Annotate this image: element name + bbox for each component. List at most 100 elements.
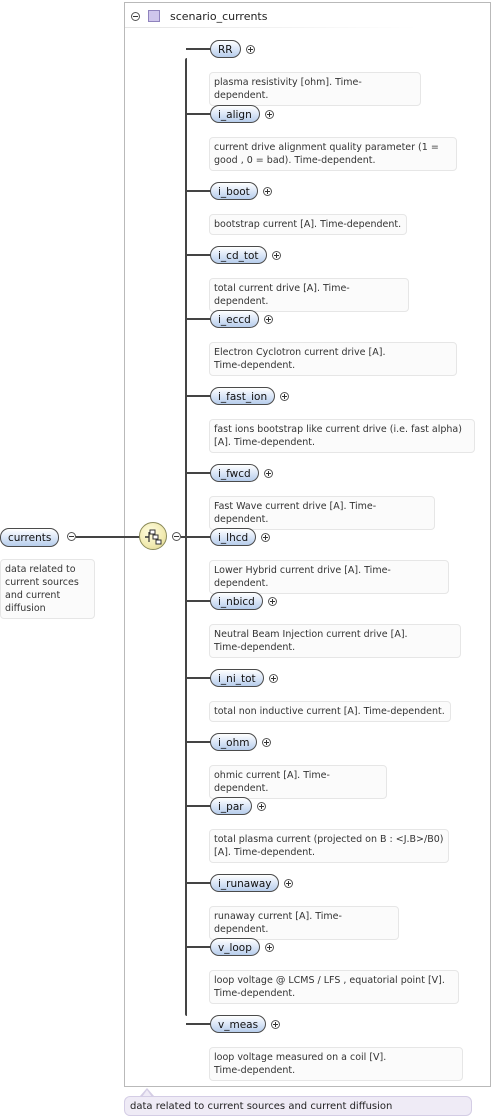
branch-connector (186, 190, 211, 192)
expand-icon[interactable] (257, 802, 266, 811)
collapse-sequence-icon[interactable] (172, 532, 181, 541)
element-i-boot[interactable]: i_boot (210, 182, 258, 200)
expand-icon[interactable] (264, 315, 273, 324)
element-documentation: total plasma current (projected on B : <… (209, 829, 449, 863)
doc-line: Neutral Beam Injection current drive [A]… (214, 629, 408, 640)
branch-connector (186, 1023, 211, 1025)
element-documentation: total current drive [A]. Time-dependent. (209, 278, 409, 312)
element-i-eccd[interactable]: i_eccd (210, 310, 259, 328)
expand-icon[interactable] (268, 597, 277, 606)
expand-icon[interactable] (246, 45, 255, 54)
element-i-nbicd[interactable]: i_nbicd (210, 592, 263, 610)
expand-icon[interactable] (280, 392, 289, 401)
doc-line: current drive alignment quality paramete… (214, 142, 439, 153)
element-i-align[interactable]: i_align (210, 105, 260, 123)
expand-icon[interactable] (265, 943, 274, 952)
doc-line: Fast Wave current drive [A]. Time-depend… (214, 501, 377, 525)
element-v-meas[interactable]: v_meas (210, 1015, 267, 1033)
doc-line: loop voltage measured on a coil [V]. (214, 1052, 387, 1063)
doc-line: runaway current [A]. Time-dependent. (214, 911, 342, 935)
doc-line: total current drive [A]. Time-dependent. (214, 283, 350, 307)
group-header: scenario_currents (131, 8, 267, 24)
branch-connector (186, 254, 211, 256)
branch-connector (186, 805, 211, 807)
expand-icon[interactable] (261, 533, 270, 542)
branch-connector (186, 536, 211, 538)
element-i-lhcd[interactable]: i_lhcd (210, 528, 257, 546)
element-documentation: current drive alignment quality paramete… (209, 137, 457, 171)
branch-connector (186, 946, 211, 948)
expand-icon[interactable] (271, 1020, 280, 1029)
element-documentation: Neutral Beam Injection current drive [A]… (209, 624, 461, 658)
doc-line: diffusion (5, 603, 46, 614)
doc-line: data related to (5, 564, 76, 575)
branch-connector (186, 600, 211, 602)
expand-icon[interactable] (272, 251, 281, 260)
doc-line: Time-dependent. (214, 360, 296, 371)
element-documentation: ohmic current [A]. Time-dependent. (209, 765, 387, 799)
element-documentation: Lower Hybrid current drive [A]. Time-dep… (209, 560, 449, 594)
doc-line: Lower Hybrid current drive [A]. Time-dep… (214, 565, 391, 589)
sequence-compositor-icon[interactable] (139, 522, 167, 550)
doc-line: total non inductive current [A]. Time-de… (214, 706, 445, 717)
doc-line: good , 0 = bad). Time-dependent. (214, 155, 376, 166)
footer-notch-inner (142, 1090, 152, 1097)
expand-icon[interactable] (262, 738, 271, 747)
doc-line: and current (5, 590, 61, 601)
branch-connector (186, 48, 211, 50)
element-documentation: plasma resistivity [ohm]. Time-dependent… (209, 72, 421, 106)
doc-line: fast ions bootstrap like current drive (… (214, 424, 462, 435)
element-i-par[interactable]: i_par (210, 797, 252, 815)
element-i-cd-tot[interactable]: i_cd_tot (210, 246, 267, 264)
doc-line: total plasma current (projected on B : <… (214, 834, 444, 845)
element-i-runaway[interactable]: i_runaway (210, 874, 280, 892)
expand-icon[interactable] (284, 879, 293, 888)
branch-connector (186, 318, 211, 320)
element-documentation: total non inductive current [A]. Time-de… (209, 701, 451, 722)
element-v-loop[interactable]: v_loop (210, 938, 260, 956)
sequence-connector (181, 536, 187, 538)
doc-line: current sources (5, 577, 79, 588)
element-documentation: Fast Wave current drive [A]. Time-depend… (209, 496, 435, 530)
expand-icon[interactable] (263, 187, 272, 196)
collapse-group-icon[interactable] (131, 11, 140, 21)
root-documentation: data related to current sources and curr… (0, 559, 95, 619)
element-documentation: Electron Cyclotron current drive [A]. Tim… (209, 342, 457, 376)
branch-connector (186, 472, 211, 474)
element-documentation: runaway current [A]. Time-dependent. (209, 906, 399, 940)
root-connector (76, 536, 140, 538)
branch-connector (186, 882, 211, 884)
element-i-ni-tot[interactable]: i_ni_tot (210, 669, 264, 687)
branch-connector (186, 113, 211, 115)
element-documentation: loop voltage @ LCMS / LFS , equatorial p… (209, 970, 459, 1004)
branch-connector (186, 741, 211, 743)
expand-icon[interactable] (269, 674, 278, 683)
doc-line: Time-dependent. (214, 1065, 296, 1076)
element-i-fwcd[interactable]: i_fwcd (210, 464, 259, 482)
doc-line: bootstrap current [A]. Time-dependent. (214, 219, 402, 230)
doc-line: [A]. Time-dependent. (214, 437, 316, 448)
element-rr[interactable]: RR (210, 40, 241, 58)
expand-icon[interactable] (264, 469, 273, 478)
element-documentation: fast ions bootstrap like current drive (… (209, 419, 475, 453)
doc-line: plasma resistivity [ohm]. Time-dependent… (214, 77, 362, 101)
doc-line: loop voltage @ LCMS / LFS , equatorial p… (214, 975, 445, 986)
group-icon (148, 10, 160, 22)
element-documentation: loop voltage measured on a coil [V]. Time… (209, 1047, 463, 1081)
group-title: scenario_currents (170, 9, 268, 23)
doc-line: Electron Cyclotron current drive [A]. (214, 347, 386, 358)
doc-line: ohmic current [A]. Time-dependent. (214, 770, 330, 794)
collapse-root-icon[interactable] (67, 532, 76, 541)
doc-line: Time-dependent. (214, 642, 296, 653)
element-i-ohm[interactable]: i_ohm (210, 733, 258, 751)
element-documentation: bootstrap current [A]. Time-dependent. (209, 214, 407, 235)
expand-icon[interactable] (265, 110, 274, 119)
element-i-fast-ion[interactable]: i_fast_ion (210, 387, 276, 405)
doc-line: [A]. Time-dependent. (214, 847, 316, 858)
branch-connector (186, 395, 211, 397)
footer-documentation: data related to current sources and curr… (124, 1096, 472, 1116)
branch-connector (186, 677, 211, 679)
doc-line: Time-dependent. (214, 988, 296, 999)
root-element-currents[interactable]: currents (0, 528, 60, 547)
sequence-glyph-icon (145, 529, 162, 545)
